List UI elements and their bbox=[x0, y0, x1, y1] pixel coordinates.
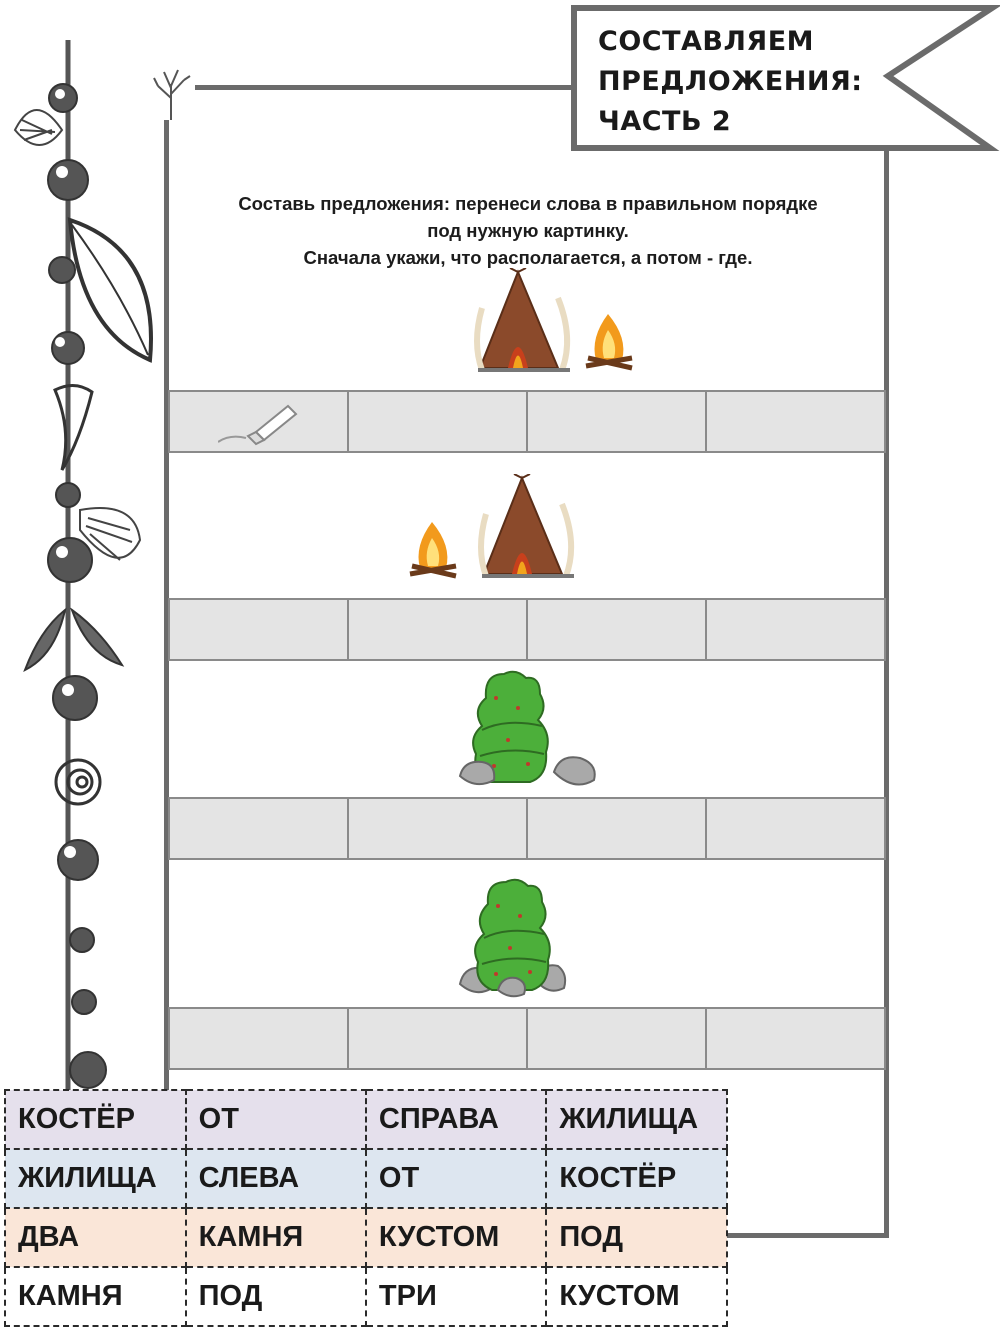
word-card[interactable]: СЛЕВА bbox=[184, 1148, 367, 1209]
frame-left-line bbox=[164, 120, 169, 1120]
word-card[interactable]: ПОД bbox=[545, 1207, 728, 1268]
page-title: СОСТАВЛЯЕМ ПРЕДЛОЖЕНИЯ: ЧАСТЬ 2 bbox=[598, 22, 868, 142]
word-card[interactable]: ПОД bbox=[184, 1266, 367, 1327]
instructions-line-3: Сначала укажи, что располагается, а пото… bbox=[303, 247, 753, 268]
answer-slot[interactable] bbox=[528, 392, 707, 451]
shell-icon bbox=[79, 507, 142, 561]
word-bank-row: ЖИЛИЩА СЛЕВА ОТ КОСТЁР bbox=[4, 1148, 728, 1209]
bead-icon bbox=[69, 1051, 107, 1089]
picture-bush-with-three-stones bbox=[458, 878, 567, 998]
picture-bush-with-two-stones bbox=[458, 670, 596, 786]
bead-icon bbox=[57, 839, 99, 881]
stone-icon bbox=[458, 760, 496, 786]
answer-slot[interactable] bbox=[170, 1009, 349, 1068]
frame-bottom-line bbox=[726, 1233, 889, 1238]
decorative-garland bbox=[13, 40, 153, 1090]
word-bank-row: КОСТЁР ОТ СПРАВА ЖИЛИЩА bbox=[4, 1089, 728, 1150]
title-line-2: ПРЕДЛОЖЕНИЯ: bbox=[598, 66, 863, 97]
answer-slot[interactable] bbox=[707, 799, 884, 858]
bead-icon bbox=[69, 927, 95, 953]
answer-slot[interactable] bbox=[170, 600, 349, 659]
answer-row-3 bbox=[168, 797, 886, 860]
word-card[interactable]: ТРИ bbox=[364, 1266, 548, 1327]
answer-slot[interactable] bbox=[170, 392, 349, 451]
tooth-icon bbox=[53, 384, 94, 471]
twig-icon bbox=[153, 69, 191, 120]
word-card[interactable]: СПРАВА bbox=[364, 1089, 548, 1150]
answer-slot[interactable] bbox=[707, 600, 884, 659]
word-card[interactable]: КАМНЯ bbox=[4, 1266, 187, 1327]
frame-right-line bbox=[884, 148, 889, 1238]
word-card[interactable]: ДВА bbox=[4, 1207, 187, 1268]
snail-shell-icon bbox=[54, 758, 102, 806]
instructions: Составь предложения: перенеси слова в пр… bbox=[172, 190, 884, 271]
word-bank-row: ДВА КАМНЯ КУСТОМ ПОД bbox=[4, 1207, 728, 1268]
bead-icon bbox=[71, 989, 97, 1015]
answer-slot[interactable] bbox=[707, 1009, 884, 1068]
stone-icon bbox=[496, 976, 526, 998]
title-flag bbox=[571, 4, 1000, 151]
bush-icon bbox=[474, 878, 551, 991]
word-card[interactable]: КУСТОМ bbox=[545, 1266, 728, 1327]
bead-icon bbox=[55, 482, 81, 508]
word-card[interactable]: КУСТОМ bbox=[364, 1207, 548, 1268]
answer-slot[interactable] bbox=[707, 392, 884, 451]
answer-slot[interactable] bbox=[528, 799, 707, 858]
answer-slot[interactable] bbox=[528, 1009, 707, 1068]
bush-icon bbox=[472, 670, 549, 783]
feather-icon bbox=[23, 607, 125, 673]
word-card[interactable]: ОТ bbox=[364, 1148, 548, 1209]
word-card[interactable]: КОСТЁР bbox=[545, 1148, 728, 1209]
instructions-line-2: под нужную картинку. bbox=[427, 220, 629, 241]
hut-icon bbox=[474, 268, 571, 372]
bead-icon bbox=[51, 331, 85, 365]
stone-icon bbox=[552, 756, 596, 786]
bead-icon bbox=[47, 537, 93, 583]
word-card[interactable]: КАМНЯ bbox=[184, 1207, 367, 1268]
picture-hut-left-of-fire bbox=[474, 268, 633, 372]
answer-row-4 bbox=[168, 1007, 886, 1070]
bead-icon bbox=[47, 159, 89, 201]
bead-icon bbox=[52, 675, 98, 721]
picture-fire-left-of-hut bbox=[409, 474, 575, 579]
glue-bottle-icon bbox=[218, 404, 298, 446]
title-line-1: СОСТАВЛЯЕМ bbox=[598, 26, 815, 57]
campfire-icon bbox=[585, 314, 633, 371]
campfire-icon bbox=[409, 522, 457, 579]
answer-slot[interactable] bbox=[349, 1009, 528, 1068]
shell-icon bbox=[13, 109, 64, 146]
answer-slot[interactable] bbox=[349, 392, 528, 451]
word-card[interactable]: ЖИЛИЩА bbox=[4, 1148, 187, 1209]
word-card[interactable]: ЖИЛИЩА bbox=[545, 1089, 728, 1150]
answer-row-1 bbox=[168, 390, 886, 453]
answer-row-2 bbox=[168, 598, 886, 661]
word-bank-row: КАМНЯ ПОД ТРИ КУСТОМ bbox=[4, 1266, 728, 1327]
word-card[interactable]: КОСТЁР bbox=[4, 1089, 187, 1150]
answer-slot[interactable] bbox=[528, 600, 707, 659]
instructions-line-1: Составь предложения: перенеси слова в пр… bbox=[238, 193, 818, 214]
word-card[interactable]: ОТ bbox=[184, 1089, 367, 1150]
answer-slot[interactable] bbox=[349, 799, 528, 858]
answer-slot[interactable] bbox=[349, 600, 528, 659]
bead-icon bbox=[48, 256, 76, 284]
frame-top-line bbox=[195, 85, 580, 90]
word-bank: КОСТЁР ОТ СПРАВА ЖИЛИЩА ЖИЛИЩА СЛЕВА ОТ … bbox=[4, 1089, 728, 1327]
hut-icon bbox=[478, 474, 575, 578]
title-line-3: ЧАСТЬ 2 bbox=[598, 106, 732, 137]
answer-slot[interactable] bbox=[170, 799, 349, 858]
leaf-icon bbox=[67, 217, 153, 363]
